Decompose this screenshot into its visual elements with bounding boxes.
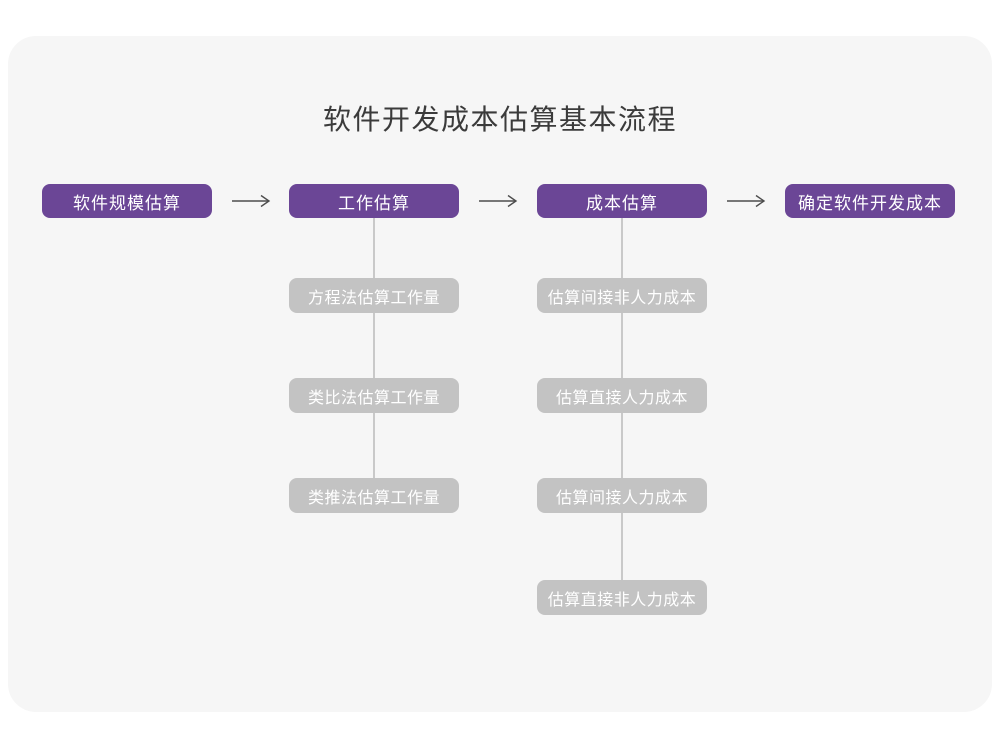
node-indirect-nonlabor-cost: 估算间接非人力成本 bbox=[537, 278, 707, 313]
arrow-right-icon bbox=[479, 194, 518, 208]
node-extrapolation-method-workload: 类推法估算工作量 bbox=[289, 478, 459, 513]
node-analogy-method-workload: 类比法估算工作量 bbox=[289, 378, 459, 413]
node-indirect-labor-cost: 估算间接人力成本 bbox=[537, 478, 707, 513]
node-equation-method-workload: 方程法估算工作量 bbox=[289, 278, 459, 313]
node-direct-labor-cost: 估算直接人力成本 bbox=[537, 378, 707, 413]
node-determine-development-cost: 确定软件开发成本 bbox=[785, 184, 955, 218]
connector-work-estimation bbox=[373, 218, 375, 498]
arrow-right-icon bbox=[727, 194, 766, 208]
arrow-right-icon bbox=[232, 194, 271, 208]
node-work-estimation: 工作估算 bbox=[289, 184, 459, 218]
diagram-title: 软件开发成本估算基本流程 bbox=[322, 104, 677, 135]
diagram-canvas bbox=[8, 36, 992, 712]
node-software-scale-estimation: 软件规模估算 bbox=[42, 184, 212, 218]
node-direct-nonlabor-cost: 估算直接非人力成本 bbox=[537, 580, 707, 615]
node-cost-estimation: 成本估算 bbox=[537, 184, 707, 218]
